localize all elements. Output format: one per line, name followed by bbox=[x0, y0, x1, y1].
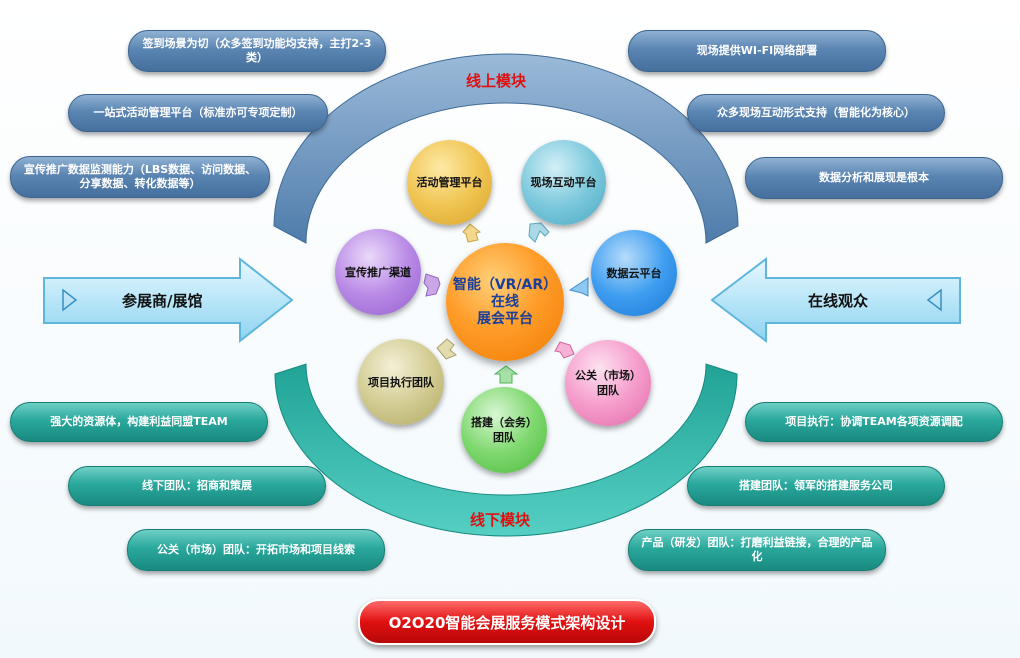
online-audience-label: 在线观众 bbox=[808, 292, 869, 310]
diagram-title-banner: O2O20智能会展服务模式架构设计 bbox=[358, 599, 656, 645]
right-top-item-3: 数据分析和展现是根本 bbox=[745, 157, 1003, 199]
node-pr-line-2: 团队 bbox=[597, 384, 619, 397]
node-interaction-label: 现场互动平台 bbox=[530, 176, 597, 189]
node-cloud-platform[interactable]: 数据云平台 bbox=[591, 230, 677, 316]
arrow-from-build bbox=[493, 365, 519, 384]
offline-module-label: 线下模块 bbox=[470, 511, 531, 529]
node-pr-line-1: 公关（市场） bbox=[575, 369, 641, 382]
left-arrow-chevron bbox=[62, 288, 78, 312]
node-cloud-label: 数据云平台 bbox=[606, 266, 662, 280]
node-build-team[interactable]: 搭建（会务） 团队 bbox=[461, 387, 547, 473]
offline-arc bbox=[274, 363, 738, 537]
right-top-item-2: 众多现场互动形式支持（智能化为核心） bbox=[687, 94, 945, 132]
left-top-item-3: 宣传推广数据监测能力（LBS数据、访问数据、分享数据、转化数据等） bbox=[10, 156, 270, 198]
center-line-1: 智能（VR/AR） bbox=[452, 276, 558, 293]
center-platform[interactable]: 智能（VR/AR） 在线 展会平台 bbox=[446, 243, 564, 361]
right-top-item-1: 现场提供WI-FI网络部署 bbox=[628, 30, 886, 72]
node-interaction-platform[interactable]: 现场互动平台 bbox=[521, 140, 606, 225]
right-bottom-item-1: 项目执行：协调TEAM各项资源调配 bbox=[745, 402, 1003, 442]
left-top-item-2: 一站式活动管理平台（标准亦可专项定制） bbox=[68, 94, 328, 132]
left-bottom-item-1: 强大的资源体，构建利益同盟TEAM bbox=[10, 402, 268, 442]
node-pr-team[interactable]: 公关（市场） 团队 bbox=[565, 340, 651, 426]
right-bottom-item-2: 搭建团队：领军的搭建服务公司 bbox=[687, 466, 945, 506]
left-side-arrow bbox=[43, 256, 294, 344]
small-arrows bbox=[423, 222, 589, 384]
right-arrow-chevron bbox=[926, 288, 942, 312]
node-activity-platform[interactable]: 活动管理平台 bbox=[407, 140, 492, 225]
arrow-from-activity bbox=[462, 223, 482, 243]
online-arc bbox=[273, 53, 739, 244]
center-line-2: 在线 bbox=[491, 293, 519, 310]
node-execution-team[interactable]: 项目执行团队 bbox=[358, 339, 444, 425]
right-bottom-item-3: 产品（研发）团队：打磨利益链接，合理的产品化 bbox=[628, 529, 886, 571]
node-build-line-1: 搭建（会务） bbox=[471, 416, 537, 429]
left-top-item-1: 签到场景为切（众多签到功能均支持，主打2-3类） bbox=[128, 30, 386, 72]
left-bottom-item-3: 公关（市场）团队：开拓市场和项目线索 bbox=[127, 529, 385, 571]
online-module-label: 线上模块 bbox=[466, 72, 527, 90]
arrow-from-execution bbox=[436, 338, 457, 360]
arrow-from-promotion bbox=[423, 273, 441, 297]
node-activity-label: 活动管理平台 bbox=[416, 176, 483, 189]
node-promotion-label: 宣传推广渠道 bbox=[345, 265, 411, 279]
right-side-arrow bbox=[710, 256, 961, 344]
node-execution-label: 项目执行团队 bbox=[368, 375, 434, 389]
center-line-3: 展会平台 bbox=[477, 310, 533, 327]
left-bottom-item-2: 线下团队：招商和策展 bbox=[68, 466, 326, 506]
arrow-from-pr bbox=[554, 341, 575, 359]
node-build-line-2: 团队 bbox=[493, 431, 515, 444]
arrow-from-cloud bbox=[568, 277, 589, 297]
exhibitor-label: 参展商/展馆 bbox=[122, 292, 203, 310]
node-promotion-channel[interactable]: 宣传推广渠道 bbox=[335, 229, 421, 315]
arrow-from-interaction bbox=[528, 222, 550, 243]
